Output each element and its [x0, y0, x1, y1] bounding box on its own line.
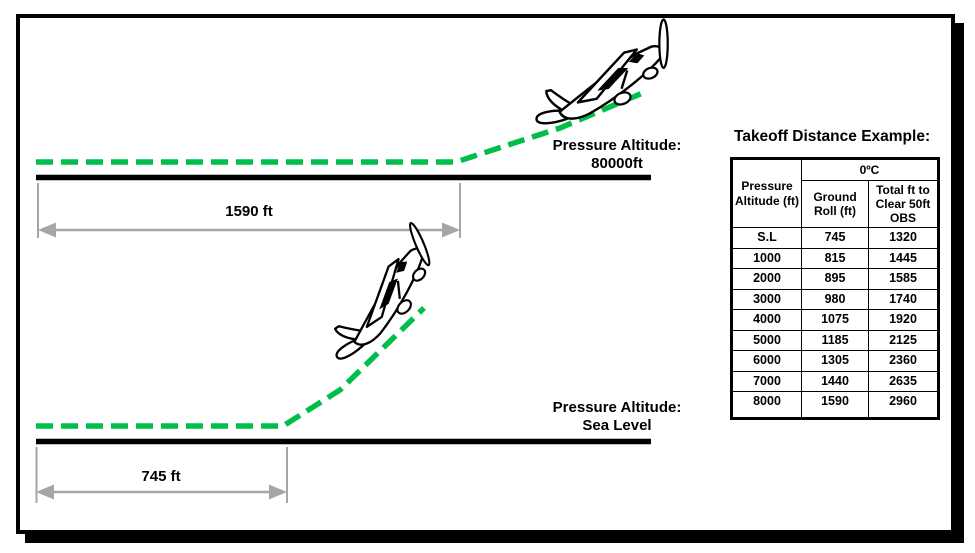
cell-altitude: 2000 [731, 268, 802, 290]
bottom-altitude-label-line2: Sea Level [582, 417, 652, 434]
cell-ground-roll: 1075 [801, 309, 869, 331]
bottom-flightpath-dashed-line [36, 306, 426, 429]
table-row: 1000 815 1445 [731, 247, 939, 269]
cell-total-ft: 2360 [868, 350, 939, 372]
cell-altitude: 3000 [731, 288, 802, 310]
cell-total-ft: 2125 [868, 329, 939, 351]
cell-altitude: 6000 [731, 350, 802, 372]
top-altitude-label-line1: Pressure Altitude: [552, 137, 682, 154]
top-dimension-arrow [37, 183, 461, 238]
cell-altitude: S.L [731, 227, 802, 249]
cell-altitude: 1000 [731, 247, 802, 269]
cell-total-ft: 1585 [868, 268, 939, 290]
header-pressure-altitude: Pressure Altitude (ft) [731, 158, 802, 228]
top-altitude-label-line2: 80000ft [591, 155, 643, 172]
table-column-header-row: Ground Roll (ft) Total ft to Clear 50ft … [732, 180, 939, 228]
airplane-top-icon [517, 15, 693, 138]
takeoff-distance-table: Pressure Altitude (ft) 0ºC Ground Roll (… [730, 157, 940, 420]
cell-total-ft: 1445 [868, 247, 939, 269]
cell-ground-roll: 1440 [801, 370, 869, 392]
cell-total-ft: 2960 [868, 391, 939, 419]
cell-ground-roll: 1305 [801, 350, 869, 372]
table-row: 6000 1305 2360 [731, 350, 939, 372]
table-row: S.L 745 1320 [731, 227, 939, 249]
table-row: 3000 980 1740 [731, 288, 939, 310]
cell-ground-roll: 895 [801, 268, 869, 290]
cell-ground-roll: 745 [801, 227, 869, 249]
top-distance-label: 1590 ft [225, 203, 273, 220]
header-ground-roll: Ground Roll (ft) [801, 180, 869, 228]
table-row: 8000 1590 2960 [731, 391, 939, 419]
table-row: 7000 1440 2635 [731, 370, 939, 392]
bottom-altitude-label: Pressure Altitude: Sea Level [537, 399, 697, 435]
airplane-bottom-icon [304, 218, 457, 371]
table-row: 4000 1075 1920 [731, 309, 939, 331]
header-total-ft: Total ft to Clear 50ft OBS [868, 180, 939, 228]
cell-ground-roll: 1185 [801, 329, 869, 351]
cell-ground-roll: 980 [801, 288, 869, 310]
cell-total-ft: 2635 [868, 370, 939, 392]
bottom-altitude-label-line1: Pressure Altitude: [552, 399, 682, 416]
table-row: 5000 1185 2125 [731, 329, 939, 351]
cell-total-ft: 1740 [868, 288, 939, 310]
top-flightpath-dashed-line [36, 89, 647, 165]
bottom-dimension-arrow [35, 447, 288, 503]
cell-total-ft: 1320 [868, 227, 939, 249]
cell-altitude: 8000 [731, 391, 802, 419]
bottom-distance-label: 745 ft [141, 468, 181, 485]
cell-altitude: 5000 [731, 329, 802, 351]
header-temperature: 0ºC [801, 158, 939, 181]
table-temp-header-row: Pressure Altitude (ft) 0ºC [731, 158, 939, 228]
table-title: Takeoff Distance Example: [734, 128, 931, 145]
cell-ground-roll: 1590 [801, 391, 869, 419]
cell-altitude: 4000 [731, 309, 802, 331]
top-altitude-label: Pressure Altitude: 80000ft [537, 137, 697, 173]
cell-ground-roll: 815 [801, 247, 869, 269]
cell-total-ft: 1920 [868, 309, 939, 331]
table-row: 2000 895 1585 [731, 268, 939, 290]
cell-altitude: 7000 [731, 370, 802, 392]
